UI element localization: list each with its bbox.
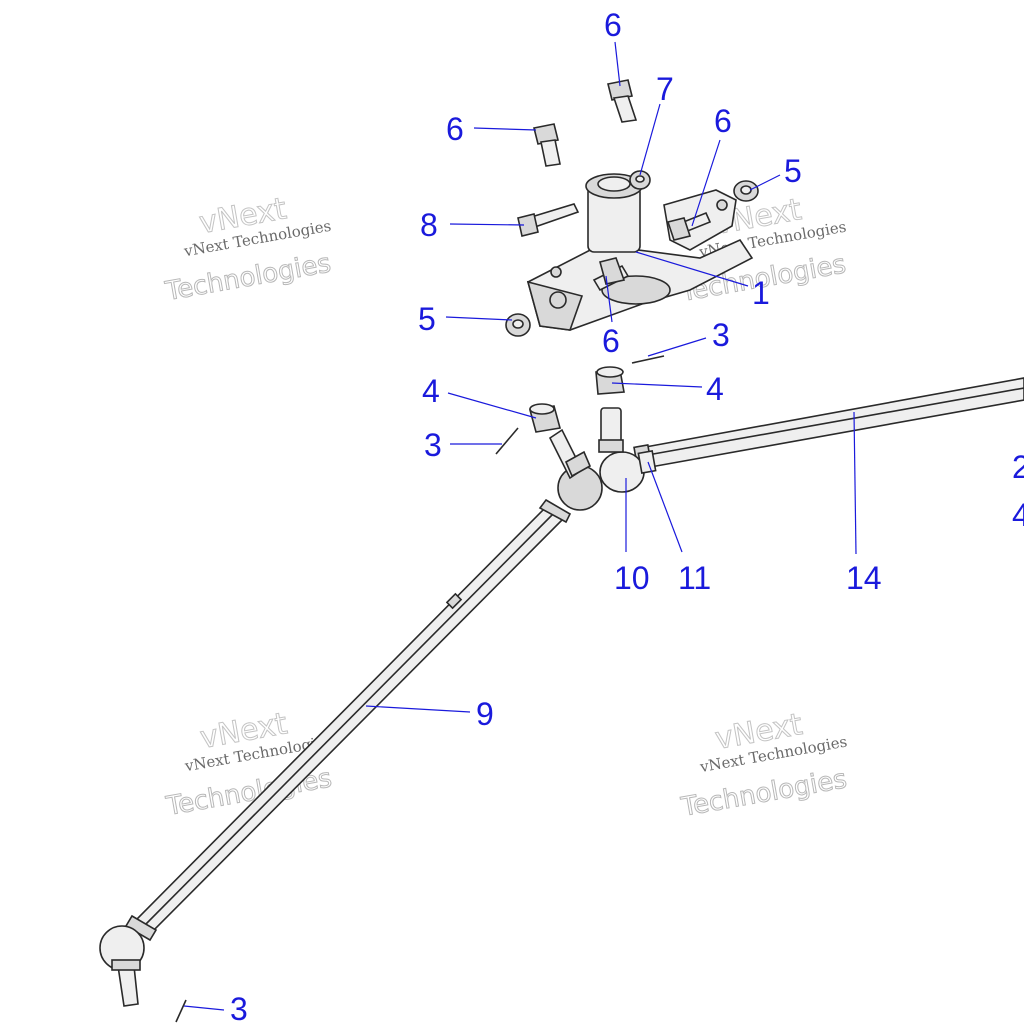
leader-lines [183,41,857,1011]
castle-nut-4-upper [595,366,625,395]
lower-ball-joint [99,925,145,1007]
drag-link-9 [124,498,572,942]
callout-5-left: 5 [418,301,436,337]
callout-6-left: 6 [446,111,464,147]
bellcrank-assembly-1 [526,173,754,331]
callout-4-right: 4 [1012,497,1024,533]
callout-4-left: 4 [422,373,440,409]
callout-6-right: 6 [714,103,732,139]
callout-6-lower: 6 [602,323,620,359]
callout-10: 10 [614,560,650,596]
callout-8: 8 [420,207,438,243]
callout-labels: 6 6 7 6 5 8 1 5 6 3 4 4 3 2 4 10 11 14 9… [230,7,1024,1024]
callout-11: 11 [678,560,711,596]
nut-7 [629,170,651,190]
watermark-top-left: vNext vNext Technologies Technologies [162,191,334,308]
callout-9: 9 [476,696,494,732]
callout-3-left: 3 [424,427,442,463]
ball-joint-10 [548,407,657,511]
castle-nut-4-left [528,403,562,433]
watermark-bottom-right: vNext vNext Technologies Technologies [678,707,850,824]
callout-7: 7 [656,71,674,107]
callout-3-bottom: 3 [230,991,248,1024]
cotter-pin-3-bottom [175,999,187,1023]
callout-14: 14 [846,560,882,596]
callout-5-right: 5 [784,153,802,189]
callout-3-upper: 3 [712,317,730,353]
callout-2: 2 [1012,449,1024,485]
bolt-6-left [533,123,561,167]
bolt-6-top [607,79,638,123]
bolt-8 [517,203,580,237]
callout-1: 1 [752,275,770,311]
cotter-pin-3-left [495,427,519,455]
nut-5-left [505,313,531,337]
nut-5-right [733,180,759,202]
tie-rod-14 [633,377,1024,472]
callout-4-upper: 4 [706,371,724,407]
cotter-pin-3-upper [631,355,665,364]
callout-6-top: 6 [604,7,622,43]
